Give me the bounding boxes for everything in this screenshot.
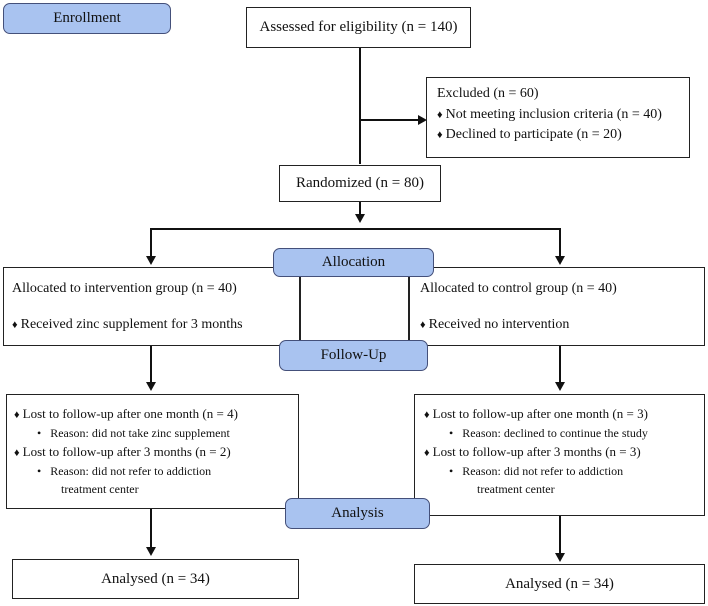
connector-right-down — [559, 228, 561, 256]
control-box: Allocated to control group (n = 40) ♦Rec… — [409, 267, 705, 346]
analysed-right-text: Analysed (n = 34) — [505, 575, 614, 592]
connector-left-followup — [150, 346, 152, 382]
followup-right-box: ♦Lost to follow-up after one month (n = … — [414, 394, 705, 516]
randomized-box: Randomized (n = 80) — [279, 165, 441, 202]
followup-left-reason2: • Reason: did not refer to addiction — [37, 464, 211, 479]
stage-allocation-label: Allocation — [321, 254, 386, 270]
intervention-item: ♦Received zinc supplement for 3 months — [12, 317, 243, 333]
intervention-box: Allocated to intervention group (n = 40)… — [3, 267, 300, 346]
arrow-left-analysed — [146, 547, 156, 556]
stage-enrollment: Enrollment — [3, 3, 171, 34]
followup-right-reason2-text: Reason: did not refer to addiction — [462, 464, 624, 478]
followup-left-reason1: • Reason: did not take zinc supplement — [37, 426, 230, 441]
connector-randomized-split — [359, 202, 361, 216]
randomized-text: Randomized (n = 80) — [295, 175, 424, 191]
diamond-icon: ♦ — [14, 409, 20, 421]
arrow-right-allocation — [555, 256, 565, 265]
intervention-item-text: Received zinc supplement for 3 months — [20, 317, 243, 332]
excluded-title: Excluded (n = 60) — [437, 86, 539, 101]
followup-right-reason2-cont: treatment center — [477, 482, 555, 496]
followup-right-reason1: • Reason: declined to continue the study — [449, 426, 648, 441]
arrow-right-analysed — [555, 553, 565, 562]
arrow-left-allocation — [146, 256, 156, 265]
stage-analysis-label: Analysis — [331, 505, 384, 521]
assessed-box: Assessed for eligibility (n = 140) — [246, 7, 471, 48]
diamond-icon: ♦ — [14, 447, 20, 459]
excluded-item-2-text: Declined to participate (n = 20) — [445, 127, 622, 142]
stage-enrollment-label: Enrollment — [53, 10, 121, 26]
control-title: Allocated to control group (n = 40) — [420, 281, 617, 296]
analysed-right-box: Analysed (n = 34) — [414, 564, 705, 604]
bullet-icon: • — [37, 426, 42, 440]
excluded-box: Excluded (n = 60) ♦Not meeting inclusion… — [426, 77, 690, 158]
allocation-gap-box — [300, 267, 409, 346]
diamond-icon: ♦ — [424, 447, 430, 459]
diamond-icon: ♦ — [12, 319, 18, 331]
diamond-icon: ♦ — [437, 109, 443, 121]
diamond-icon: ♦ — [424, 409, 430, 421]
diamond-icon: ♦ — [437, 129, 443, 141]
connector-horizontal-split — [150, 228, 560, 230]
bullet-icon: • — [37, 464, 42, 478]
connector-to-excluded — [360, 119, 418, 121]
connector-left-analysed — [150, 509, 152, 547]
stage-allocation: Allocation — [273, 248, 434, 277]
followup-left-lost2: ♦Lost to follow-up after 3 months (n = 2… — [14, 444, 231, 460]
arrow-randomized-split — [355, 214, 365, 223]
followup-right-lost1: ♦Lost to follow-up after one month (n = … — [424, 406, 648, 422]
followup-left-box: ♦Lost to follow-up after one month (n = … — [6, 394, 299, 509]
stage-follow-up-label: Follow-Up — [320, 347, 387, 363]
followup-left-reason2-text: Reason: did not refer to addiction — [50, 464, 212, 478]
connector-right-followup — [559, 346, 561, 382]
followup-left-reason1-text: Reason: did not take zinc supplement — [50, 426, 230, 440]
arrow-to-excluded — [418, 115, 427, 125]
assessed-text: Assessed for eligibility (n = 140) — [259, 19, 458, 35]
control-item-text: Received no intervention — [428, 317, 570, 332]
bullet-icon: • — [449, 426, 454, 440]
followup-right-lost2-text: Lost to follow-up after 3 months (n = 3) — [432, 444, 641, 459]
followup-left-lost1: ♦Lost to follow-up after one month (n = … — [14, 406, 238, 422]
arrow-right-followup — [555, 382, 565, 391]
connector-assessed-randomized — [359, 48, 361, 164]
followup-right-reason2: • Reason: did not refer to addiction — [449, 464, 623, 479]
excluded-item-1-text: Not meeting inclusion criteria (n = 40) — [445, 107, 662, 122]
bullet-icon: • — [449, 464, 454, 478]
analysed-left-box: Analysed (n = 34) — [12, 559, 299, 599]
excluded-item-2: ♦Declined to participate (n = 20) — [437, 127, 622, 143]
followup-right-lost1-text: Lost to follow-up after one month (n = 3… — [432, 406, 648, 421]
followup-left-reason2-cont: treatment center — [61, 482, 139, 496]
control-item: ♦Received no intervention — [420, 317, 569, 333]
followup-right-lost2: ♦Lost to follow-up after 3 months (n = 3… — [424, 444, 641, 460]
diamond-icon: ♦ — [420, 319, 426, 331]
excluded-item-1: ♦Not meeting inclusion criteria (n = 40) — [437, 107, 662, 123]
followup-left-lost2-text: Lost to follow-up after 3 months (n = 2) — [22, 444, 231, 459]
connector-left-down — [150, 228, 152, 256]
followup-right-reason1-text: Reason: declined to continue the study — [462, 426, 648, 440]
followup-left-lost1-text: Lost to follow-up after one month (n = 4… — [22, 406, 238, 421]
stage-follow-up: Follow-Up — [279, 340, 428, 371]
connector-right-analysed — [559, 516, 561, 553]
analysed-left-text: Analysed (n = 34) — [101, 570, 210, 587]
stage-analysis: Analysis — [285, 498, 430, 529]
intervention-title: Allocated to intervention group (n = 40) — [12, 281, 237, 296]
arrow-left-followup — [146, 382, 156, 391]
